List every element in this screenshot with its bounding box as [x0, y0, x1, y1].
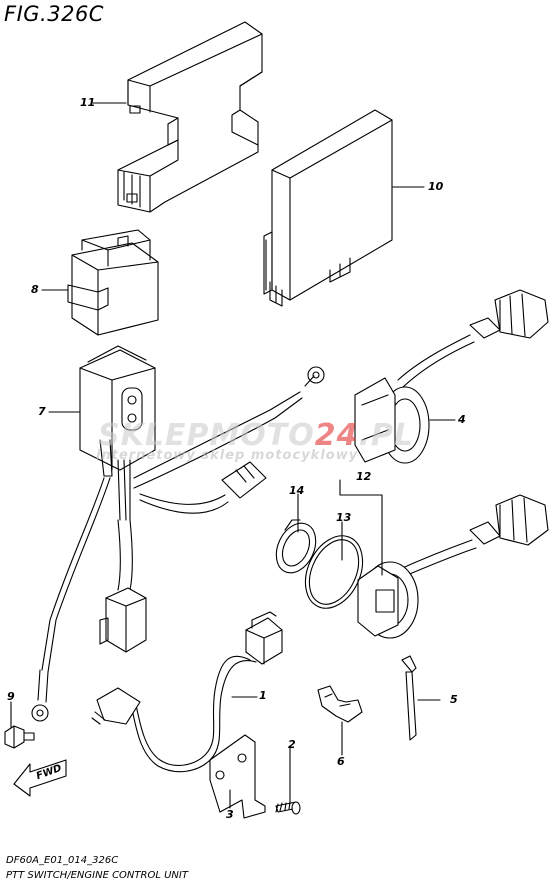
part-3-bracket	[209, 734, 266, 819]
callout-3: 3	[226, 808, 234, 821]
part-10-engine-control-unit	[263, 109, 393, 307]
callout-12: 12	[356, 470, 372, 483]
part-9-bolt	[4, 725, 35, 749]
callout-11: 11	[80, 96, 96, 109]
figure-code: DF60A_E01_014_326C	[6, 855, 119, 866]
part-4-ptt-switch	[354, 289, 549, 464]
part-7-switch-harness	[31, 345, 325, 722]
callout-8: 8	[31, 283, 39, 296]
figure-title: FIG.326C	[4, 2, 104, 26]
callout-14: 14	[289, 484, 305, 497]
watermark-brand-left: SKLEPMOTO	[98, 418, 315, 453]
callout-7: 7	[38, 405, 46, 418]
callout-2: 2	[288, 738, 296, 751]
part-8-relay	[67, 229, 159, 336]
part-11-cover	[117, 21, 263, 213]
part-14-ring-nut	[275, 519, 317, 574]
callout-1: 1	[259, 689, 267, 702]
fwd-arrow	[13, 759, 67, 797]
callout-13: 13	[336, 511, 352, 524]
watermark-brand: SKLEPMOTO24.PL	[98, 418, 414, 453]
callout-4: 4	[458, 413, 466, 426]
watermark-brand-right: .PL	[358, 418, 415, 453]
part-5-cable-tie	[401, 655, 417, 741]
part-6-clamp	[317, 685, 363, 723]
figure-caption: PTT SWITCH/ENGINE CONTROL UNIT	[6, 870, 188, 881]
part-2-screw	[275, 801, 301, 815]
leader-lines	[10, 102, 456, 809]
callout-10: 10	[428, 180, 444, 193]
callout-6: 6	[337, 755, 345, 768]
part-12-switch	[357, 494, 549, 639]
watermark-tagline: internetowy sklep motocyklowy	[96, 448, 359, 463]
part-13-o-ring	[304, 535, 364, 609]
callout-9: 9	[7, 690, 15, 703]
watermark-brand-accent: 24	[314, 418, 359, 453]
callout-5: 5	[450, 693, 458, 706]
